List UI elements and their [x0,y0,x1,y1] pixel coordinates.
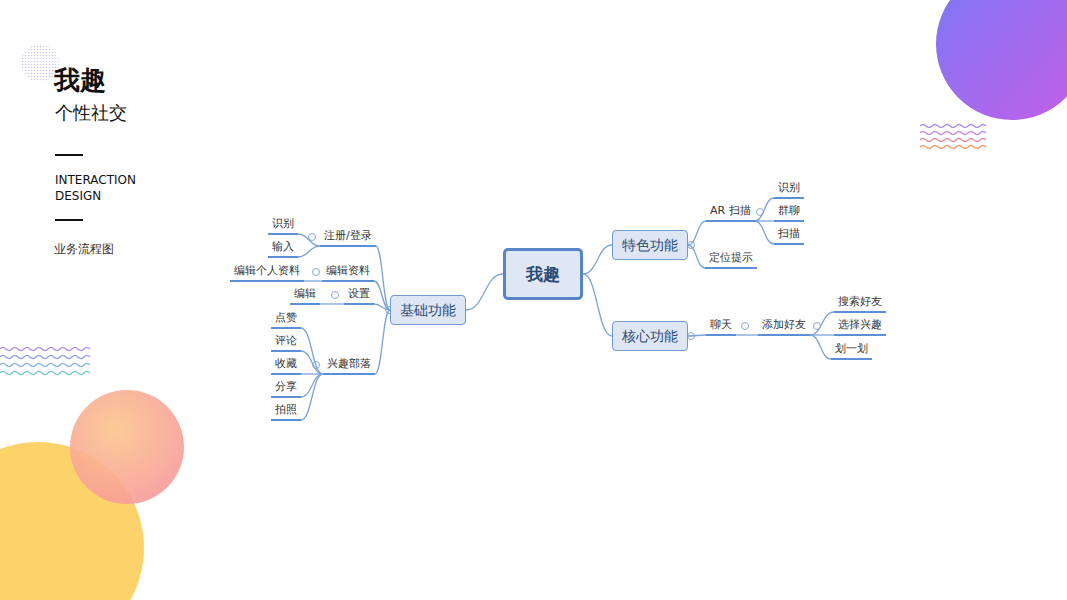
branch-connector [466,274,503,310]
sub-topic: 定位提示 [705,250,757,269]
divider-bar [55,219,83,221]
wave-line [0,356,90,359]
branch-connector [301,351,323,374]
sub-topic: 编辑 [290,286,320,305]
wave-line [920,132,986,135]
branch-connector [755,221,774,244]
topic-text: 划一划 [835,342,868,355]
branch-connector [688,245,705,268]
sub-topic: 收藏 [271,356,301,375]
topic-text: 点赞 [275,311,297,324]
sub-topic: 拍照 [271,402,301,421]
wave-line [920,146,986,149]
topic-text: 编辑 [294,287,316,300]
topic-text: 拍照 [275,403,297,416]
dotted-circle [21,44,59,82]
sub-topic: 分享 [271,379,301,398]
topic-text: 收藏 [275,357,297,370]
topic-text: 我趣 [526,264,560,284]
branch-connector [374,281,390,310]
branch-connector [688,335,706,336]
branch-connector [301,374,323,397]
sub-topic: 点赞 [271,310,301,329]
topic-text: 评论 [275,334,297,347]
topic-text: 兴趣部落 [327,357,371,370]
branch-connector [301,374,323,420]
wave-line [0,372,90,375]
branch-connector [304,280,322,281]
sub-topic: 评论 [271,333,301,352]
sub-topic: 注册/登录 [320,228,376,247]
branch-connector [688,221,706,245]
sub-topic: 添加好友 [758,317,810,336]
sub-topic: 划一划 [831,341,872,360]
topic-text: 定位提示 [709,251,753,264]
wave-line [920,139,986,142]
topic-text: 聊天 [710,318,732,331]
topic-text: 设置 [348,287,370,300]
topic-text: 分享 [275,380,297,393]
topic-text: 识别 [272,217,294,230]
main-topic: 特色功能 [612,230,688,260]
branch-connector [298,234,320,246]
orange-circle [70,390,184,504]
root-topic: 我趣 [503,248,583,300]
collapse-markers [309,209,821,369]
main-topic: 基础功能 [390,295,466,325]
sub-topic: 编辑资料 [322,263,374,282]
topic-text: 编辑资料 [326,264,370,277]
branch-connector [810,335,831,359]
topic-text: 输入 [272,240,294,253]
branch-connector [320,303,344,304]
wave-line [920,125,986,128]
sub-topic: 聊天 [706,317,736,336]
main-topic: 核心功能 [612,321,688,351]
branch-connector [374,304,390,310]
divider-bar [55,154,83,156]
topic-text: 核心功能 [622,328,678,344]
side-label: 业务流程图 [54,241,114,257]
sub-topic: 扫描 [774,226,804,245]
sub-topic: 编辑个人资料 [230,263,304,282]
topic-text: 基础功能 [400,302,456,318]
topic-text: 选择兴趣 [838,318,882,331]
wave-line [0,348,90,351]
branch-connector [810,312,834,335]
wave-line [0,364,90,367]
page-title: 我趣 [54,64,106,96]
sub-topic: 识别 [268,216,298,235]
branch-connector [375,310,390,374]
topic-text: AR 扫描 [710,204,751,217]
sub-topic: 选择兴趣 [834,317,886,336]
sub-topic: 兴趣部落 [323,356,375,375]
topic-text: 扫描 [778,227,800,240]
branch-connector [755,198,774,221]
topic-text: 注册/登录 [324,229,372,242]
topic-text: 编辑个人资料 [234,264,300,277]
sub-topic: 识别 [774,180,804,199]
sub-topic: AR 扫描 [706,203,755,222]
side-label: 个性社交 [55,101,127,125]
branch-connector [298,246,320,257]
side-label: INTERACTION DESIGN [55,172,141,204]
branch-connector [301,328,323,374]
topic-text: 识别 [778,181,800,194]
wave-lines [0,125,986,375]
topic-text: 群聊 [778,204,800,217]
sub-topic: 搜索好友 [834,294,886,313]
topic-text: 搜索好友 [838,295,882,308]
branch-connector [583,274,612,336]
branch-connector [736,334,758,335]
topic-text: 特色功能 [622,237,678,253]
topic-text: 添加好友 [762,318,806,331]
branch-connector [583,245,612,274]
sub-topic: 群聊 [774,203,804,222]
purple-circle [936,0,1067,120]
sub-topic: 输入 [268,239,298,258]
sub-topic: 设置 [344,286,374,305]
